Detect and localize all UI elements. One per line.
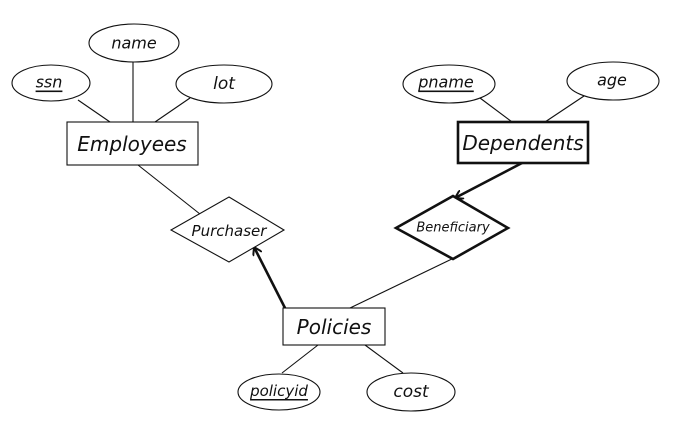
dependents-beneficiary-arrow (455, 161, 523, 198)
employees-entity: Employees (66, 121, 199, 166)
policyid-connector (281, 344, 319, 374)
pname-label: pname (417, 73, 474, 92)
age-attribute: age (566, 61, 660, 101)
ssn-attribute: ssn (11, 64, 91, 102)
cost-attribute: cost (366, 372, 456, 412)
purchaser-label: Purchaser (192, 222, 268, 240)
name-attribute: name (88, 23, 180, 63)
policies-purchaser-arrow (254, 247, 287, 309)
purchaser-relationship: Purchaser (169, 196, 286, 263)
lot-label: lot (213, 74, 236, 94)
policies-beneficiary-line (349, 256, 457, 309)
age-connector (544, 95, 585, 123)
pname-connector (479, 97, 513, 123)
name-label: name (111, 34, 157, 53)
cost-label: cost (393, 382, 430, 402)
ssn-connector (77, 99, 111, 123)
lot-connector (154, 97, 191, 123)
policyid-attribute: policyid (237, 373, 321, 411)
employees-label: Employees (77, 132, 186, 156)
dependents-label: Dependents (462, 131, 583, 155)
cost-connector (364, 344, 404, 374)
beneficiary-relationship: Beneficiary (393, 194, 511, 261)
beneficiary-label: Beneficiary (416, 221, 490, 236)
pname-attribute: pname (402, 64, 496, 104)
age-label: age (597, 71, 627, 90)
lot-attribute: lot (175, 64, 273, 104)
ssn-label: ssn (36, 73, 63, 92)
employees-purchaser-line (137, 164, 206, 219)
policyid-label: policyid (249, 382, 308, 400)
policies-label: Policies (297, 315, 372, 339)
policies-entity: Policies (282, 307, 386, 346)
dependents-entity: Dependents (456, 120, 590, 165)
